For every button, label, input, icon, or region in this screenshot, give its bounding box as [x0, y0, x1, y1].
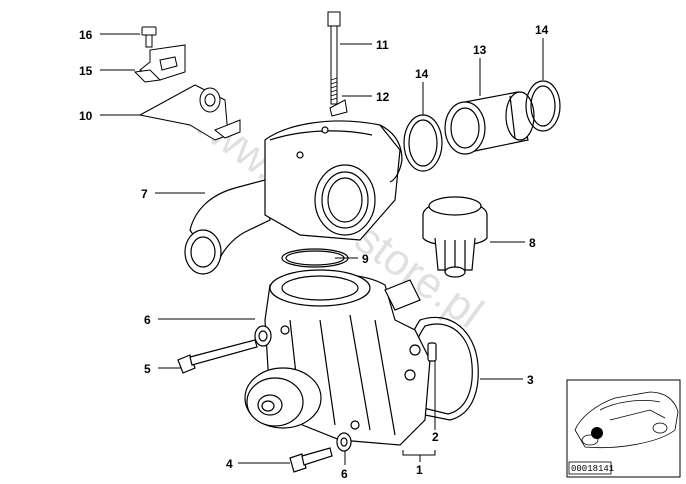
seal-ring-left [403, 114, 443, 172]
location-dot [591, 427, 603, 439]
callout-4: 4 [226, 457, 233, 471]
bolt-small [141, 26, 157, 48]
thermostat [422, 196, 488, 278]
callout-16: 16 [79, 28, 93, 42]
bracket-small [133, 44, 186, 83]
long-bolt [327, 11, 341, 105]
callout-9: 9 [362, 252, 369, 266]
bolt-bottom [289, 447, 333, 473]
car-outline [574, 391, 679, 448]
callout-6-upper: 6 [144, 313, 151, 327]
callout-3: 3 [527, 373, 534, 387]
clip [329, 99, 348, 117]
pipe-sleeve [444, 91, 535, 155]
mounting-bracket [138, 84, 241, 141]
callout-14-left: 14 [415, 67, 429, 81]
leader-lines [100, 33, 544, 465]
callout-5: 5 [144, 362, 151, 376]
reference-code: 00018141 [571, 464, 614, 474]
washer-lower [336, 432, 352, 452]
callout-6-lower: 6 [341, 467, 348, 481]
callout-13: 13 [473, 43, 487, 57]
vehicle-thumbnail: 00018141 [566, 379, 681, 478]
callout-2: 2 [432, 430, 439, 444]
bolt-long [177, 339, 258, 374]
callout-14-right: 14 [535, 23, 549, 37]
callout-10: 10 [79, 109, 93, 123]
thermostat-housing [184, 120, 403, 275]
callout-7: 7 [141, 187, 148, 201]
callout-labels: 16 15 10 11 12 13 14 14 7 8 9 6 5 3 2 1 … [79, 23, 549, 481]
o-ring [281, 248, 349, 268]
callout-15: 15 [79, 64, 93, 78]
water-pump [244, 269, 437, 446]
seal-ring-right [525, 80, 561, 132]
callout-11: 11 [376, 38, 389, 52]
callout-8: 8 [529, 236, 536, 250]
washer-upper [254, 325, 272, 347]
callout-1: 1 [416, 463, 423, 477]
callout-12: 12 [376, 90, 390, 104]
